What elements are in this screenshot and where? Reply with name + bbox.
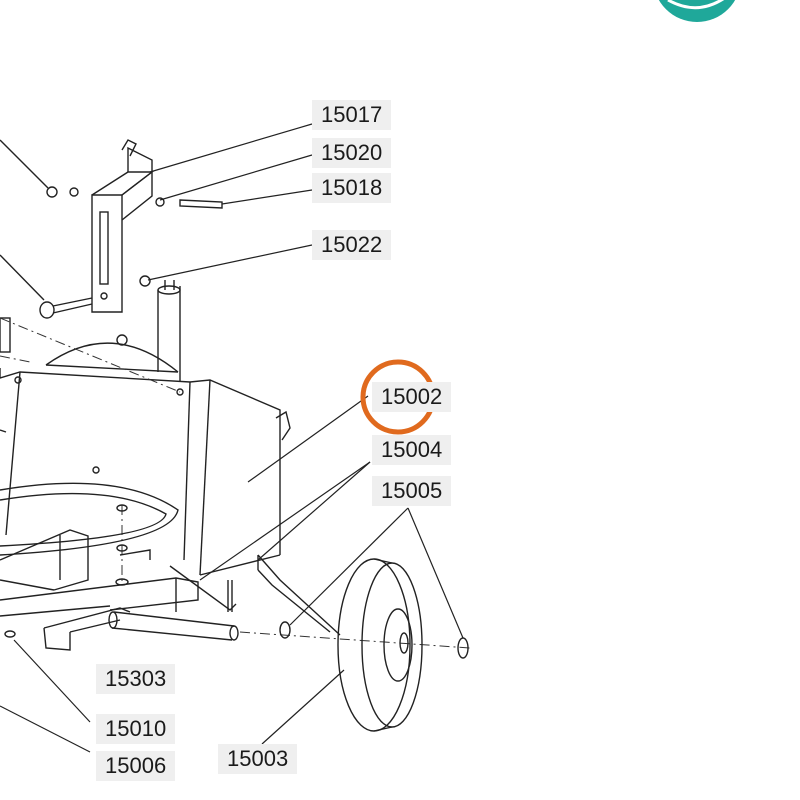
part-label-15005: 15005: [372, 476, 452, 506]
hardware-parts: [0, 139, 223, 319]
wheel-part: [337, 558, 423, 732]
brand-logo-icon: [658, 0, 736, 22]
bracket-part: [91, 139, 155, 313]
ring-part: [0, 482, 179, 556]
leader-lines: [0, 123, 464, 753]
frame-part: [0, 529, 237, 651]
part-label-15003: 15003: [218, 744, 298, 774]
part-label-15010: 15010: [96, 714, 176, 744]
axle-part: [108, 554, 341, 641]
part-label-15303: 15303: [96, 664, 176, 694]
cylinder-part: [157, 280, 181, 382]
part-label-15006: 15006: [96, 751, 176, 781]
part-label-15018: 15018: [312, 173, 392, 203]
hopper-body-part: [0, 317, 291, 576]
part-label-15017: 15017: [312, 100, 392, 130]
part-label-15004: 15004: [372, 435, 452, 465]
part-label-15002: 15002: [372, 382, 452, 412]
part-label-15020: 15020: [312, 138, 392, 168]
part-label-15022: 15022: [312, 230, 392, 260]
lower-hardware-parts: [4, 504, 469, 659]
dome-cover-part: [45, 334, 179, 373]
